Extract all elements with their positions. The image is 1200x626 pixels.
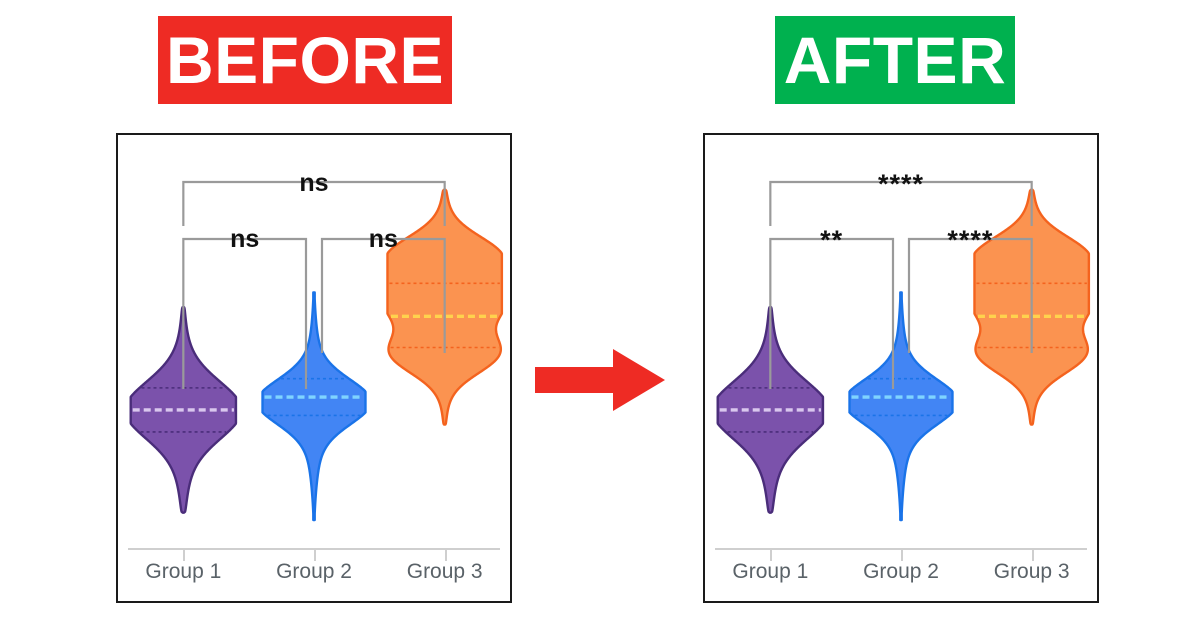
axis-label-group-1: Group 1 (732, 560, 809, 583)
bracket-line (182, 180, 446, 226)
right-arrow-icon (535, 349, 665, 411)
axis-tick-2 (314, 550, 316, 561)
axis-tick-2 (901, 550, 903, 561)
bracket-g1-g2-label: ns (230, 225, 260, 253)
bracket-line (182, 237, 308, 389)
bracket-g2-g3 (907, 237, 1033, 353)
axis-label-group-1: Group 1 (145, 560, 222, 583)
violin-plot-before (129, 180, 504, 522)
bracket-g1-g2-label: ** (820, 225, 844, 255)
bracket-g1-g2 (769, 237, 895, 389)
banner-after: AFTER (775, 16, 1015, 104)
axis-tick-1 (183, 550, 186, 561)
banner-before-label: BEFORE (165, 23, 445, 97)
bracket-g1-g3-label: **** (877, 169, 925, 199)
bracket-line (907, 237, 1033, 353)
bracket-line (320, 237, 446, 353)
banner-after-label: AFTER (783, 23, 1007, 97)
axis-tick-3 (1031, 550, 1034, 561)
x-axis-line (715, 548, 1087, 550)
bracket-g2-g3 (320, 237, 446, 353)
axis-tick-1 (770, 550, 773, 561)
violin-plot-after (716, 180, 1091, 522)
violin-body-group-2 (848, 291, 954, 522)
bracket-line (769, 237, 895, 389)
bracket-line (769, 180, 1033, 226)
x-axis-labels: Group 1 Group 2 Group 3 (705, 560, 1097, 584)
bracket-g2-g3-label: **** (947, 225, 994, 255)
bracket-g1-g3 (182, 180, 446, 226)
bracket-g1-g2 (182, 237, 308, 389)
plot-area-before: Group 1 Group 2 Group 3 ns ns ns (118, 135, 510, 601)
x-axis-line (128, 548, 500, 550)
violin-body-group-2 (261, 291, 367, 522)
banner-before: BEFORE (158, 16, 452, 104)
axis-label-group-3: Group 3 (406, 560, 483, 583)
bracket-g2-g3-label: ns (368, 225, 398, 253)
plot-area-after: Group 1 Group 2 Group 3 ********** (705, 135, 1097, 601)
axis-label-group-3: Group 3 (993, 560, 1070, 583)
bracket-g1-g3-label: ns (299, 169, 329, 197)
chart-panel-after: Group 1 Group 2 Group 3 ********** (703, 133, 1099, 603)
axis-label-group-2: Group 2 (863, 560, 939, 583)
axis-label-group-2: Group 2 (276, 560, 352, 583)
axis-tick-3 (444, 550, 447, 561)
chart-panel-before: Group 1 Group 2 Group 3 ns ns ns (116, 133, 512, 603)
x-axis-labels: Group 1 Group 2 Group 3 (118, 560, 510, 584)
bracket-g1-g3 (769, 180, 1033, 226)
